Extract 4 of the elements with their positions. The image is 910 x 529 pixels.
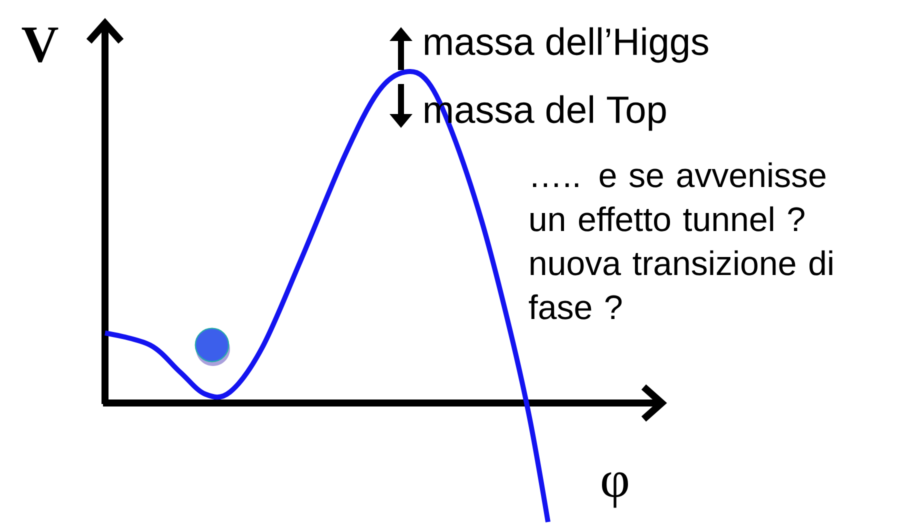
text-label: ….. e se avvenisse un effetto tunnel ? nuova transizione di fase ?: [528, 162, 832, 320]
text-label: massa dell’Higgs: [424, 27, 708, 63]
text-label: V: [22, 28, 58, 62]
text-label: φ: [602, 472, 628, 508]
